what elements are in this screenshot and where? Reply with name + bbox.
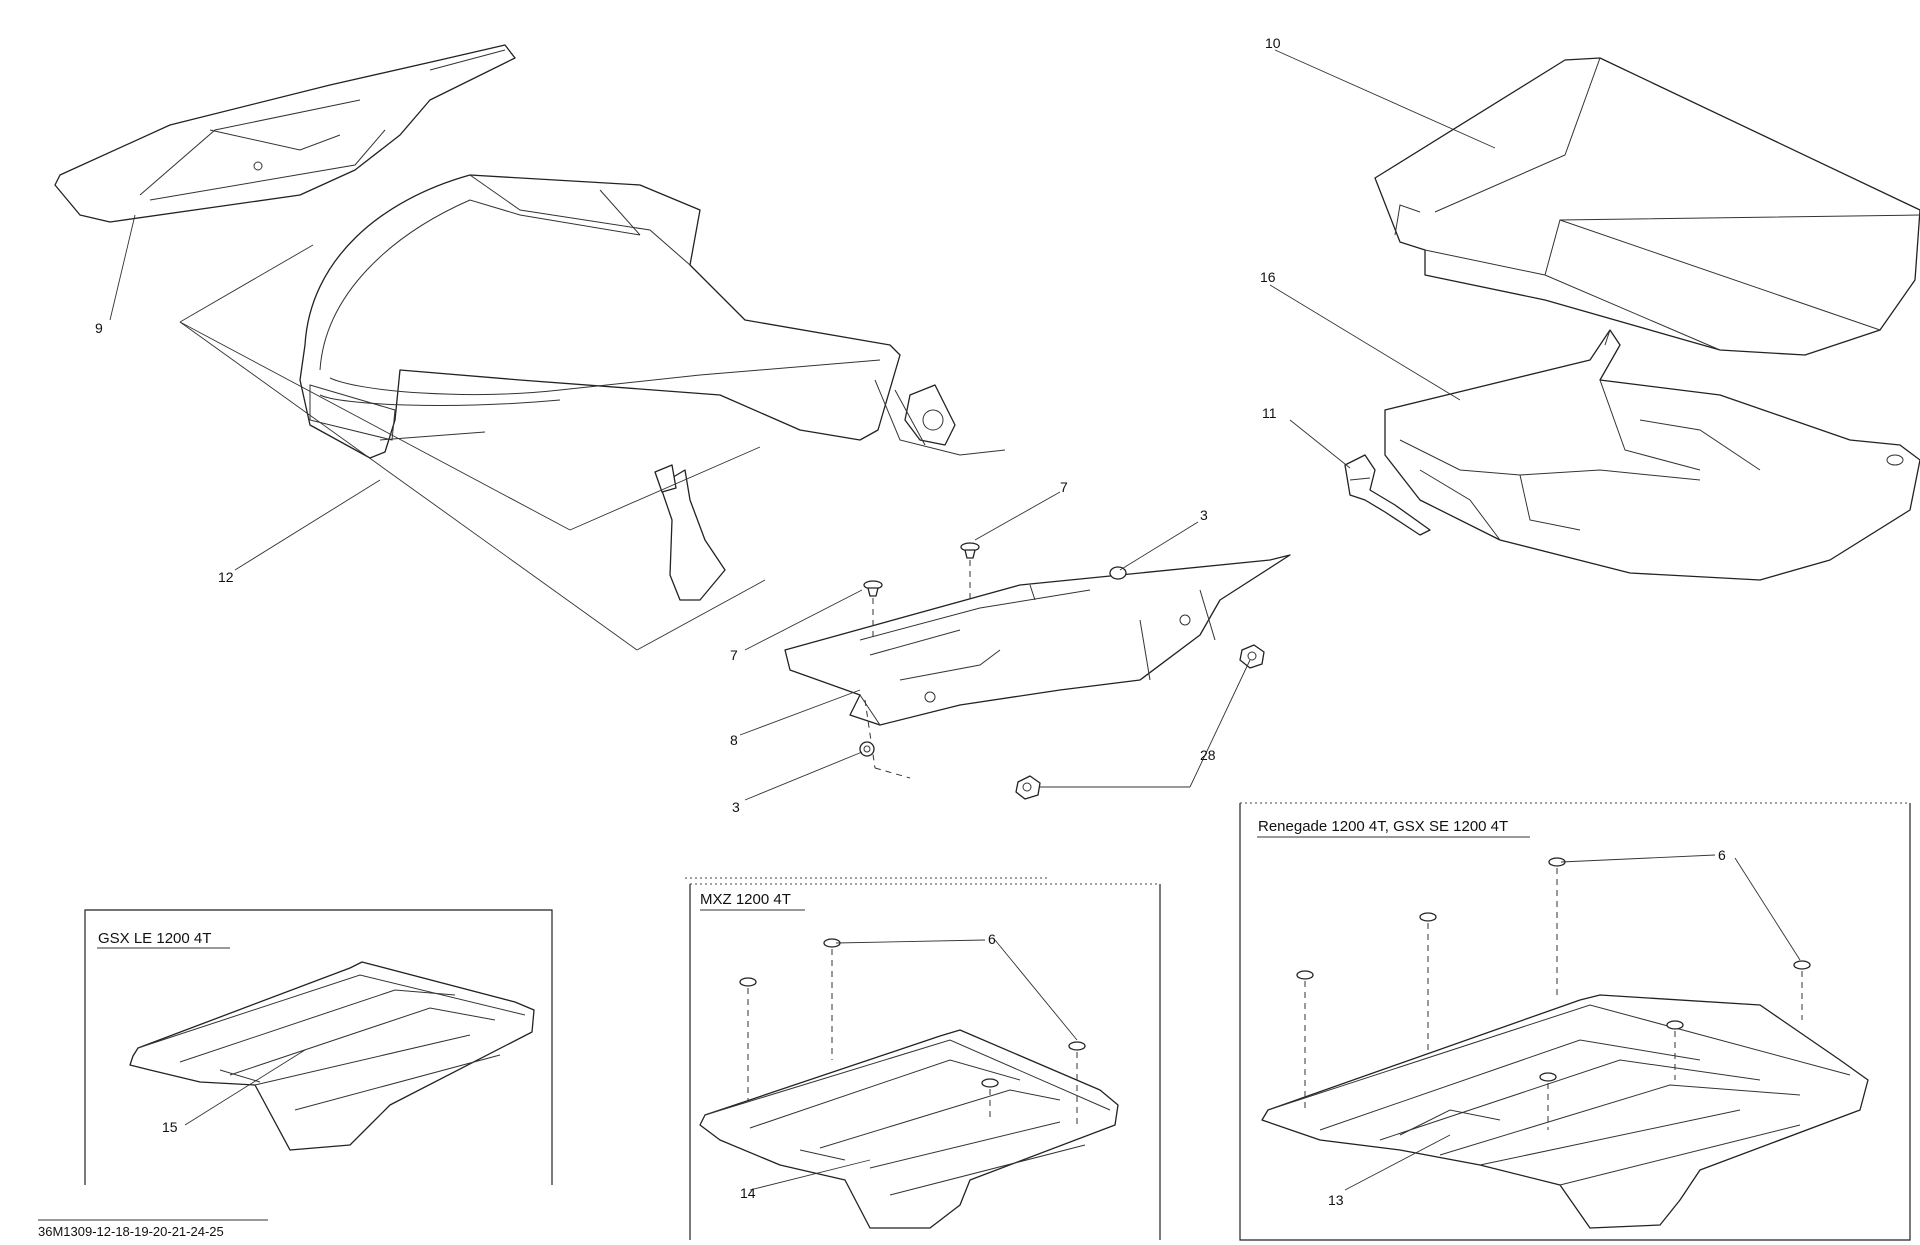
callout-10: 10 bbox=[1265, 35, 1281, 51]
callout-6-renegade: 6 bbox=[1718, 847, 1726, 863]
callout-7-top: 7 bbox=[1060, 479, 1068, 495]
hardware-nut-28a bbox=[1015, 775, 1041, 800]
part-8-side-panel bbox=[784, 554, 1291, 779]
variant-box-renegade bbox=[1239, 802, 1911, 1241]
callout-12: 12 bbox=[218, 569, 234, 585]
variant-box-mxz bbox=[685, 877, 1161, 1240]
document-id: 36M1309-12-18-19-20-21-24-25 bbox=[38, 1224, 224, 1239]
part-12-seat bbox=[179, 174, 1006, 651]
callout-16: 16 bbox=[1260, 269, 1276, 285]
hardware-screw-7b bbox=[960, 542, 980, 600]
hardware-screw-7a bbox=[863, 580, 883, 640]
callout-28: 28 bbox=[1200, 747, 1216, 763]
variant-label-gsx-le: GSX LE 1200 4T bbox=[98, 930, 211, 947]
leader-lines bbox=[109, 49, 1496, 801]
hardware-clip-3b bbox=[859, 741, 875, 757]
part-11-latch bbox=[1344, 454, 1431, 536]
callout-3-bottom: 3 bbox=[732, 799, 740, 815]
hardware-nut-28b bbox=[1239, 644, 1265, 669]
part-16-console bbox=[1384, 329, 1920, 581]
callout-7-left: 7 bbox=[730, 647, 738, 663]
part-10-cover bbox=[1374, 57, 1920, 356]
callout-15: 15 bbox=[162, 1119, 178, 1135]
callout-6-mxz: 6 bbox=[988, 931, 996, 947]
callout-11: 11 bbox=[1262, 405, 1277, 421]
callout-3-top: 3 bbox=[1200, 507, 1208, 523]
hardware-clip-3a bbox=[1109, 566, 1127, 580]
callout-14: 14 bbox=[740, 1185, 756, 1201]
callout-13: 13 bbox=[1328, 1192, 1344, 1208]
callout-8: 8 bbox=[730, 732, 738, 748]
variant-label-mxz: MXZ 1200 4T bbox=[700, 891, 791, 908]
variant-box-gsx-le bbox=[84, 909, 553, 1185]
callout-9: 9 bbox=[95, 320, 103, 336]
variant-label-renegade: Renegade 1200 4T, GSX SE 1200 4T bbox=[1258, 818, 1508, 835]
part-9-rear-panel bbox=[54, 44, 516, 223]
